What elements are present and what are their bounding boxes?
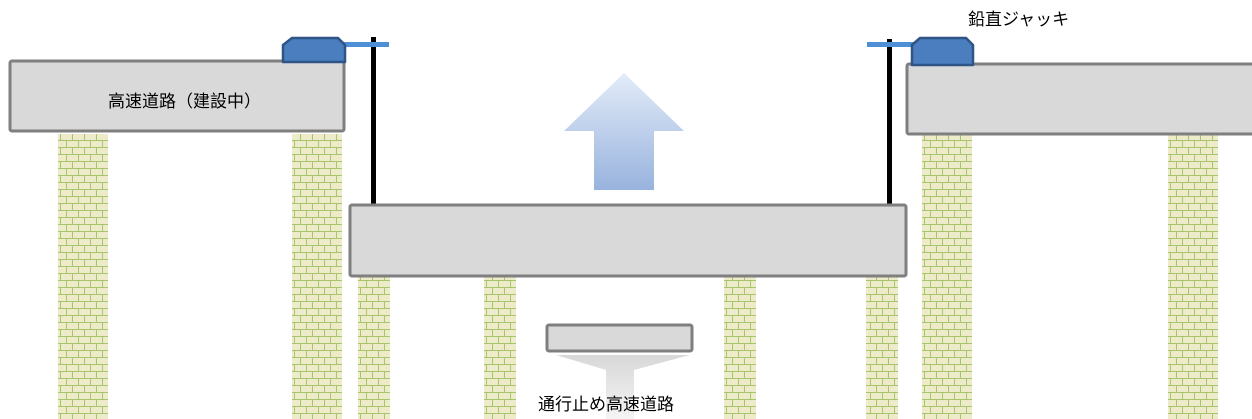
deck-left <box>8 59 346 133</box>
closed-highway-ghost-arrow <box>556 355 690 419</box>
jack-rod-left <box>343 42 389 47</box>
pier-middle-4 <box>866 276 898 419</box>
pier-middle-3 <box>724 276 756 419</box>
pier-left-inner <box>292 134 342 419</box>
deck-middle-lifted <box>348 203 908 278</box>
pier-middle-2 <box>484 276 516 419</box>
jack-left-icon <box>281 36 347 64</box>
pier-left-outer <box>58 134 108 419</box>
cable-right <box>887 39 892 206</box>
pier-right-inner <box>922 134 972 419</box>
deck-right <box>905 62 1252 136</box>
cable-left <box>371 37 376 206</box>
lift-arrow-icon <box>564 73 684 190</box>
closed-highway-deck <box>545 323 694 353</box>
pier-middle-1 <box>358 276 390 419</box>
vertical-jack-label: 鉛直ジャッキ <box>968 10 1070 30</box>
pier-right-outer <box>1168 134 1218 419</box>
jack-rod-right <box>867 42 914 47</box>
highway-under-construction-label: 高速道路（建設中） <box>108 92 261 112</box>
closed-highway-label: 通行止め高速道路 <box>538 395 674 415</box>
jack-right-icon <box>910 36 975 67</box>
